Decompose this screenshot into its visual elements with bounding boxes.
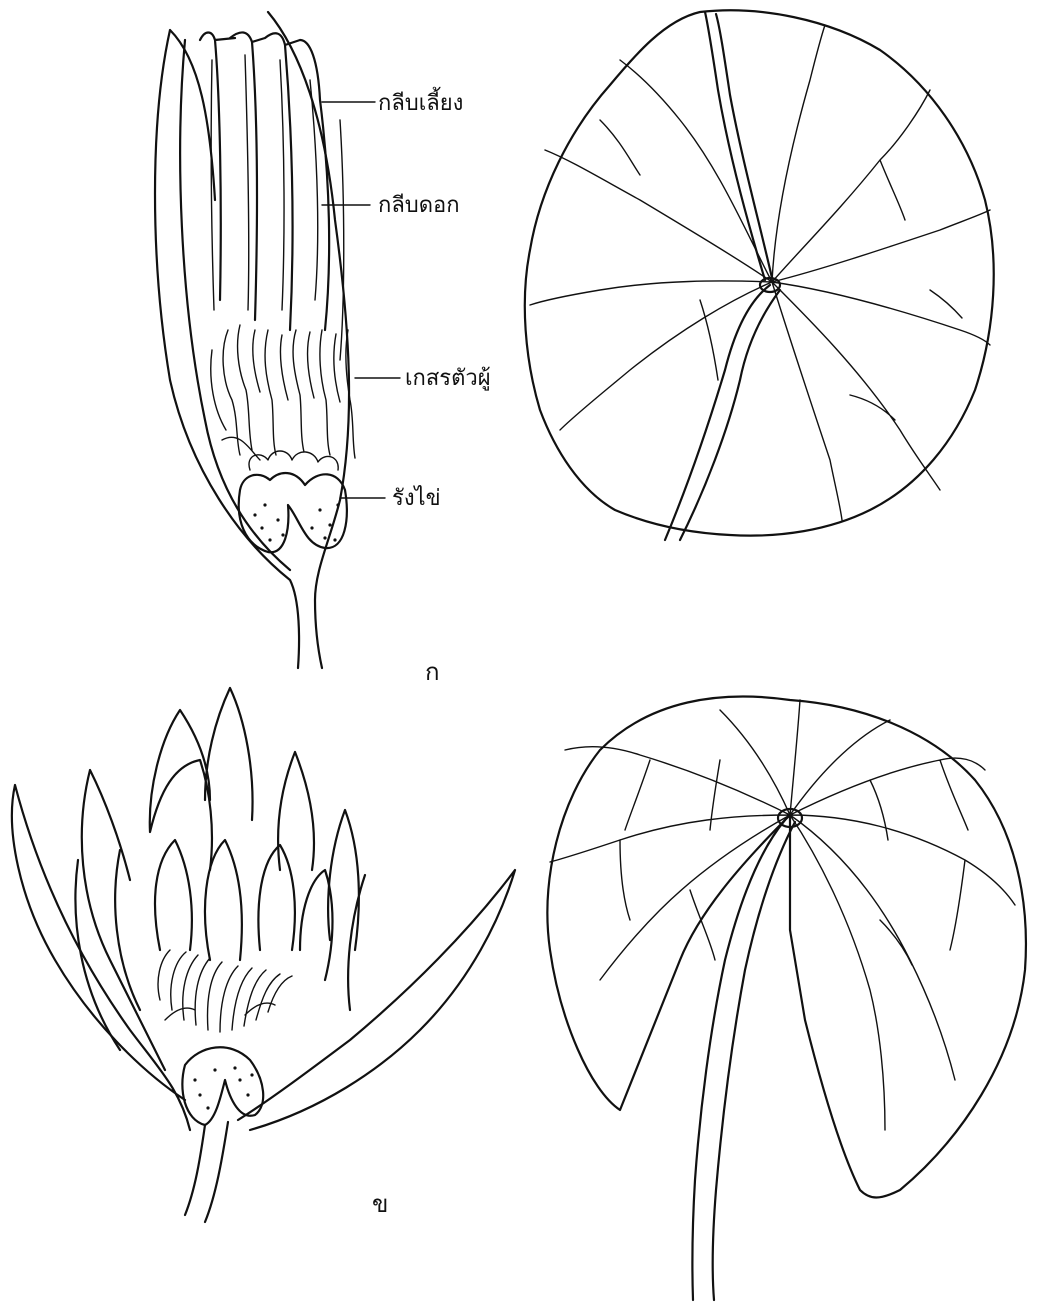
leaf-a-stem-upper [705, 12, 772, 280]
petal-inner-lines [211, 55, 344, 360]
leaf-b-veins [550, 700, 1015, 1130]
label-sepal: กลีบเลี้ยง [378, 87, 463, 116]
stamen-cluster-b [158, 950, 292, 1032]
leaf-b-petiole [692, 820, 795, 1300]
inner-sepal-line [180, 40, 290, 570]
lotus-leaf-drawing [525, 10, 994, 540]
flower-bud-section-drawing [155, 12, 400, 668]
stamen-cluster [211, 325, 355, 460]
inner-petals [155, 840, 333, 980]
middle-petals [75, 688, 365, 1050]
receptacle-bumps [249, 451, 338, 470]
ovary-outline [239, 473, 347, 552]
leaf-a-petiole [665, 285, 780, 540]
leaf-b-margin [547, 697, 1025, 1198]
label-stamen: เกสรตัวผู้ [405, 366, 491, 391]
outer-petals [12, 770, 515, 1130]
petal-lines [200, 32, 329, 330]
ovary-texture [253, 503, 339, 541]
stem-b [185, 1122, 228, 1222]
label-petal: กลีบดอก [378, 193, 460, 218]
ovary-b [182, 1047, 263, 1125]
leader-lines [322, 102, 400, 498]
label-ovary: รังไข่ [392, 485, 441, 511]
water-lily-leaf-drawing [547, 697, 1025, 1300]
open-flower-drawing [12, 688, 515, 1222]
caption-b: ข [372, 1190, 388, 1218]
caption-a: ก [425, 658, 440, 686]
